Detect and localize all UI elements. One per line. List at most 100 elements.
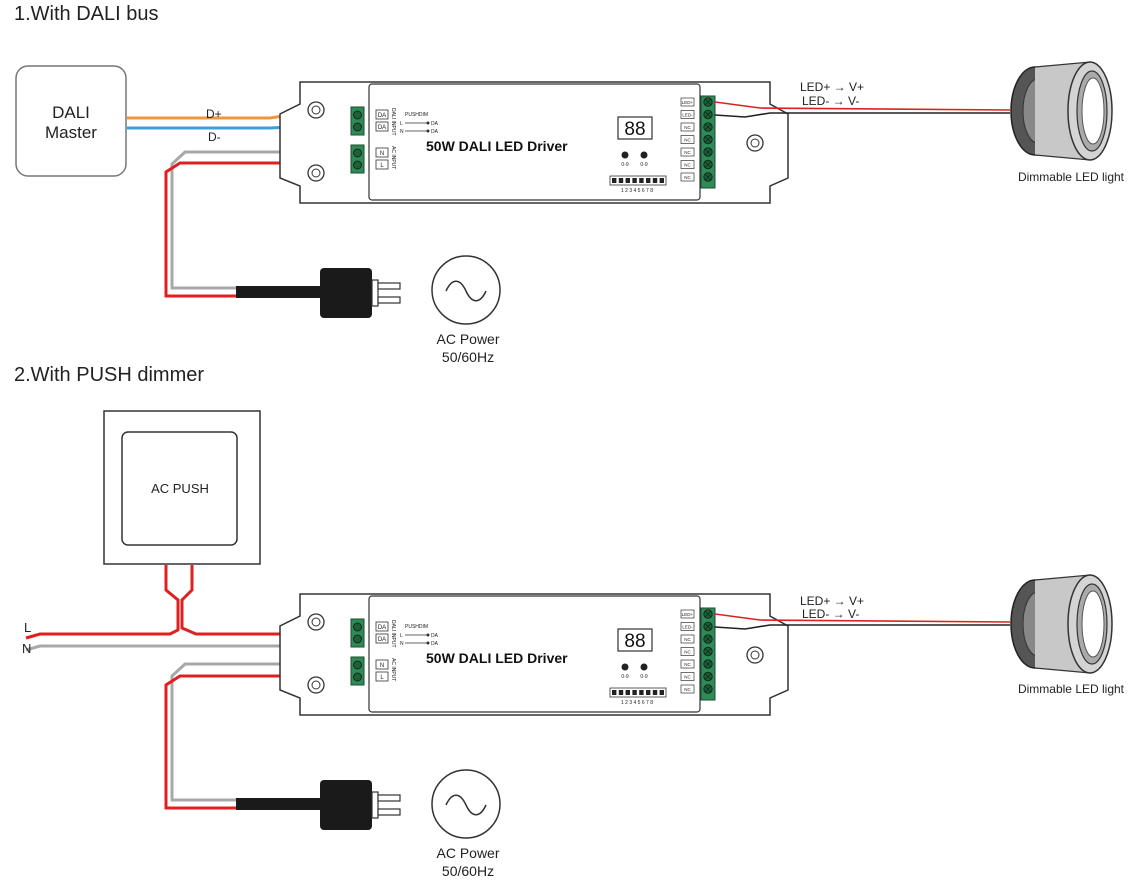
dali-input-label: DALI INPUT (390, 108, 396, 136)
driver-title: 50W DALI LED Driver (426, 650, 568, 666)
sine-wave-icon-1 (445, 280, 487, 302)
dip-toggle (639, 690, 644, 695)
output-terminal-label: NC (684, 175, 691, 180)
output-terminal-label: LED- (682, 625, 693, 630)
terminal-label: DA (378, 125, 386, 131)
led-light-icon (1010, 574, 1113, 674)
rotary-knob (621, 663, 629, 671)
dip-toggle (625, 690, 630, 695)
rotary-knob (640, 151, 648, 159)
svg-text:N: N (400, 129, 404, 135)
output-terminal-label: NC (684, 138, 691, 143)
output-terminal-label: NC (684, 637, 691, 642)
led-light-icon (1010, 61, 1113, 161)
output-terminal-label: LED- (682, 113, 693, 118)
ac-power-label-2b: 50/60Hz (442, 863, 494, 879)
svg-text:DA: DA (431, 121, 439, 127)
dip-toggle (612, 178, 617, 183)
output-label-minus-2: LED- → V- (802, 607, 859, 621)
dali-master-box (15, 65, 127, 177)
dip-toggle (659, 690, 664, 695)
svg-text:0-9: 0-9 (621, 674, 628, 680)
svg-text:DA: DA (431, 641, 439, 647)
dip-toggle (646, 690, 651, 695)
svg-text:0-9: 0-9 (640, 162, 647, 168)
ac-push-button (121, 431, 238, 546)
dip-toggle (612, 690, 617, 695)
led-driver-2: DA DA DALI INPUT N L AC INPUT PUSHDIM L … (279, 593, 789, 716)
load-label-2: Dimmable LED light (1018, 682, 1125, 696)
pushdim-label: PUSHDIM (405, 624, 428, 630)
load-label-1: Dimmable LED light (1018, 170, 1125, 184)
output-label-minus-1: LED- → V- (802, 94, 859, 108)
section-2-title: 2.With PUSH dimmer (14, 364, 204, 386)
led-driver-1: DA DA DALI INPUT N L AC INPUT PUSHDIM L … (279, 81, 789, 204)
driver-label-panel (368, 595, 701, 713)
dip-toggle (618, 178, 624, 183)
plug-cable-2 (236, 798, 322, 810)
dip-toggle (652, 690, 658, 695)
dali-master-label-2: Master (45, 123, 97, 142)
seven-segment-display (617, 116, 653, 140)
section-1-title: 1.With DALI bus (14, 3, 159, 25)
terminal-label: L (380, 163, 384, 169)
live-wire-1 (164, 161, 352, 298)
led-minus-wire-2 (714, 624, 1010, 630)
dip-toggle (618, 690, 624, 695)
dip-toggle (646, 178, 651, 183)
ac-input-label: AC INPUT (390, 146, 396, 169)
output-label-plus-2: LED+ → V+ (800, 594, 864, 608)
svg-text:DA: DA (431, 633, 439, 639)
dip-numbers: 1 2 3 4 5 6 7 8 (621, 700, 653, 706)
plug-body-1 (320, 268, 372, 318)
sine-wave-icon-2 (445, 794, 487, 816)
plug-prong-bottom-1 (377, 296, 401, 304)
terminal-label: DA (378, 637, 386, 643)
output-terminal-label: NC (684, 150, 691, 155)
neutral-wire-2 (170, 662, 352, 802)
svg-text:0-9: 0-9 (621, 162, 628, 168)
plug-prong-bottom-2 (377, 808, 401, 816)
dali-input-label: DALI INPUT (390, 620, 396, 648)
rotary-knob (621, 151, 629, 159)
ac-power-label-1a: AC Power (436, 331, 499, 347)
dali-plus-label: D+ (206, 107, 222, 121)
ac-power-label-1b: 50/60Hz (442, 349, 494, 365)
dip-switch (609, 687, 667, 698)
terminal-label: DA (378, 113, 386, 119)
plug-prong-top-1 (377, 282, 401, 290)
terminal-label: N (380, 151, 384, 157)
plug-body-2 (320, 780, 372, 830)
output-label-plus-1: LED+ → V+ (800, 80, 864, 94)
led-plus-wire-1 (714, 101, 1011, 111)
seven-segment-display (617, 628, 653, 652)
push-wire-left (25, 565, 180, 640)
line-label: L (24, 620, 31, 635)
dip-toggle (632, 690, 637, 695)
dip-toggle (659, 178, 664, 183)
led-minus-wire-1 (714, 112, 1010, 118)
svg-text:N: N (400, 641, 404, 647)
live-wire-2 (164, 674, 352, 810)
dip-toggle (652, 178, 658, 183)
rotary-knob (640, 663, 648, 671)
display-value: 88 (624, 631, 645, 652)
svg-text:0-9: 0-9 (640, 674, 647, 680)
dali-master-label-1: DALI (52, 103, 90, 122)
driver-label-panel (368, 83, 701, 201)
dip-toggle (632, 178, 637, 183)
svg-text:L: L (400, 633, 403, 639)
plug-face-2 (371, 791, 379, 819)
output-terminal-label: NC (684, 125, 691, 130)
output-terminal-label: LED+ (682, 612, 694, 617)
led-plus-wire-2 (714, 613, 1011, 623)
output-terminal-label: LED+ (682, 100, 694, 105)
neutral-label: N (22, 641, 31, 656)
dip-switch (609, 175, 667, 186)
ac-push-label: AC PUSH (151, 481, 209, 496)
terminal-label: N (380, 663, 384, 669)
display-value: 88 (624, 119, 645, 140)
